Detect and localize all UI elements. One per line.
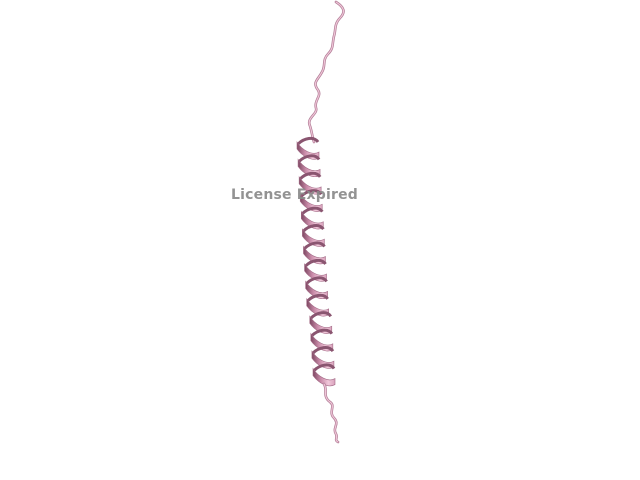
alpha-helix bbox=[296, 136, 336, 387]
helix-turn-back bbox=[311, 346, 335, 355]
helix-turn-back bbox=[298, 154, 321, 163]
helix-turn-back bbox=[296, 136, 320, 146]
helix-turn-back bbox=[300, 189, 323, 198]
helix-turn-front bbox=[312, 367, 336, 387]
helix-turn-back bbox=[312, 363, 336, 372]
n-terminal-coil bbox=[307, 0, 345, 144]
helix-turn-back bbox=[302, 224, 325, 233]
helix-turn-back bbox=[304, 258, 327, 268]
helix-turn-back bbox=[303, 241, 326, 250]
helix-turn-back bbox=[309, 311, 333, 320]
license-watermark: License Expired bbox=[231, 187, 359, 203]
helix-turn-back bbox=[306, 293, 329, 302]
helix-turn-back bbox=[305, 276, 328, 285]
helix-turn-back bbox=[301, 206, 324, 215]
helix-turn-back bbox=[299, 171, 322, 180]
helix-turn-back bbox=[310, 328, 334, 337]
